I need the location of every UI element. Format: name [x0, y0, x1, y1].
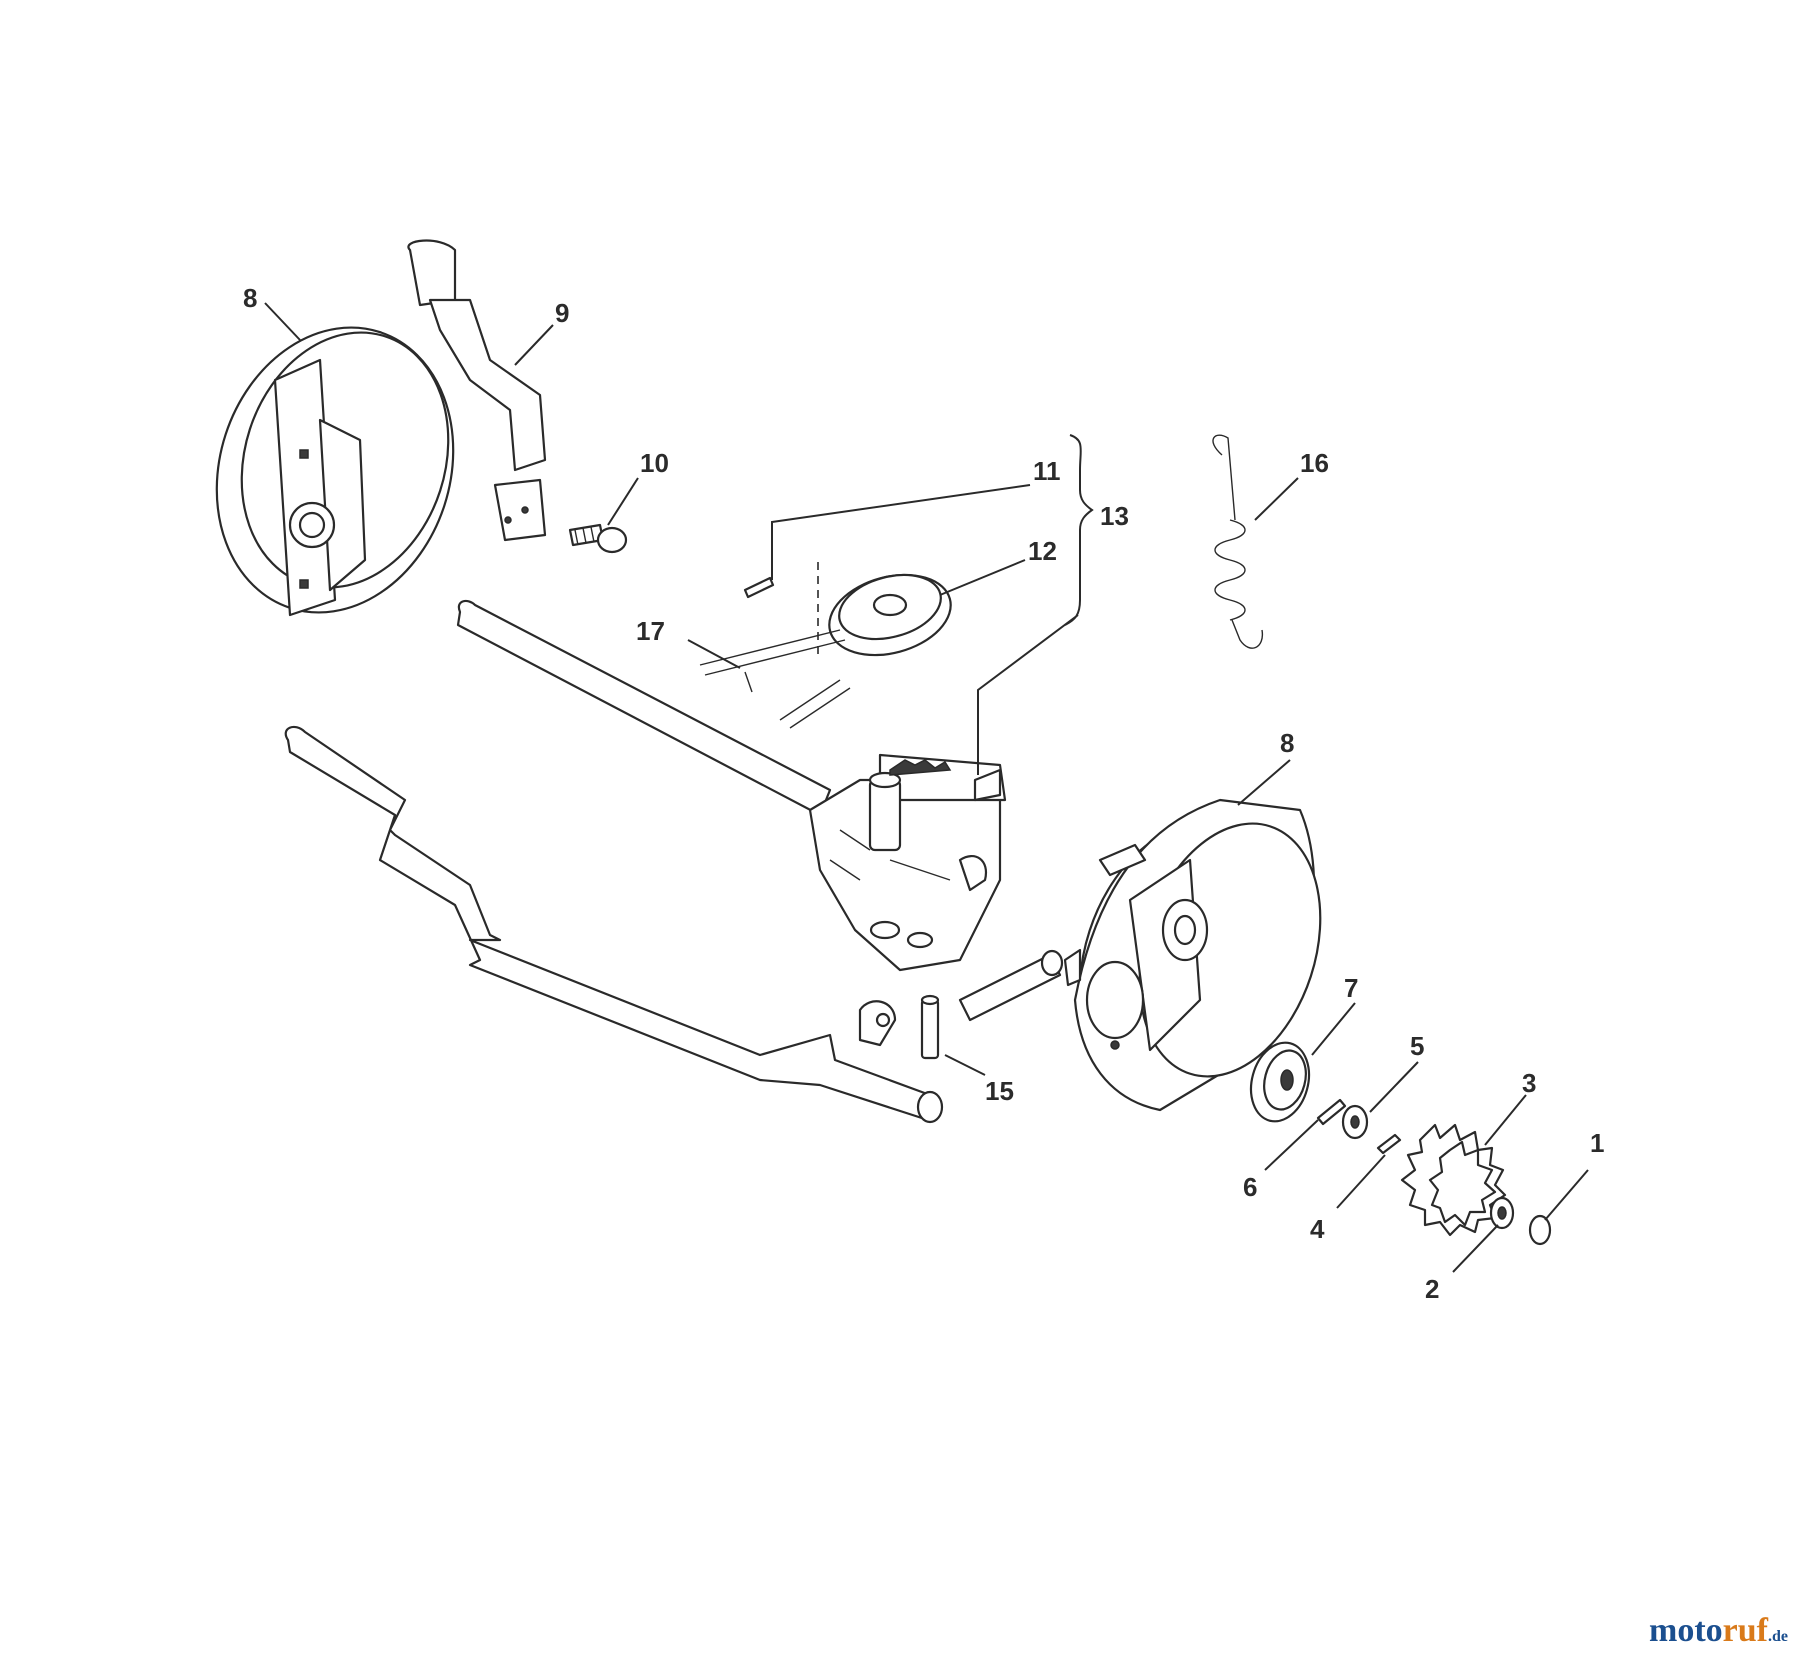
- callout-15: 15: [985, 1076, 1014, 1106]
- callout-9: 9: [555, 298, 569, 328]
- washer-and-clip: [1489, 1196, 1552, 1246]
- callout-1: 1: [1590, 1128, 1604, 1158]
- small-parts: [1316, 1098, 1402, 1155]
- callout-11: 11: [1033, 456, 1061, 486]
- callout-8-left: 8: [243, 283, 257, 313]
- watermark-logo: motoruf.de: [1649, 1612, 1788, 1650]
- callout-10: 10: [640, 448, 669, 478]
- callout-4: 4: [1310, 1214, 1325, 1244]
- callout-13: 13: [1100, 501, 1129, 531]
- leader-lines: [264, 302, 1589, 1273]
- bolt: [568, 523, 628, 554]
- callout-16: 16: [1300, 448, 1329, 478]
- key-6: [1316, 1098, 1347, 1126]
- circlip-1: [1528, 1214, 1552, 1246]
- left-wheel: [215, 326, 455, 617]
- spring: [1212, 434, 1264, 649]
- pin-15: [920, 994, 940, 1060]
- height-rod: [284, 725, 944, 1124]
- key-4: [1376, 1133, 1402, 1155]
- drive-axle: [456, 599, 1064, 1022]
- watermark-text-moto: moto: [1649, 1612, 1723, 1649]
- pulley-and-belt: [699, 573, 952, 729]
- callout-2: 2: [1425, 1274, 1439, 1304]
- callout-6: 6: [1243, 1172, 1257, 1202]
- callout-3: 3: [1522, 1068, 1536, 1098]
- callout-5: 5: [1410, 1031, 1424, 1061]
- right-wheel: [1063, 798, 1322, 1112]
- gear: [1400, 1123, 1507, 1237]
- bracket: [407, 239, 547, 542]
- pin: [743, 562, 819, 660]
- watermark-text-de: .de: [1768, 1628, 1788, 1645]
- bearing: [1249, 1041, 1311, 1123]
- callout-17: 17: [636, 616, 665, 646]
- gearbox: [808, 753, 1007, 972]
- callout-labels: 1 2 3 4 5 6 7 8 8 9 10 11 12 13 15 16 17: [243, 283, 1604, 1304]
- callout-12: 12: [1028, 536, 1057, 566]
- callout-8-right: 8: [1280, 728, 1294, 758]
- watermark-text-ruf: ruf: [1722, 1612, 1768, 1649]
- callout-7: 7: [1344, 973, 1358, 1003]
